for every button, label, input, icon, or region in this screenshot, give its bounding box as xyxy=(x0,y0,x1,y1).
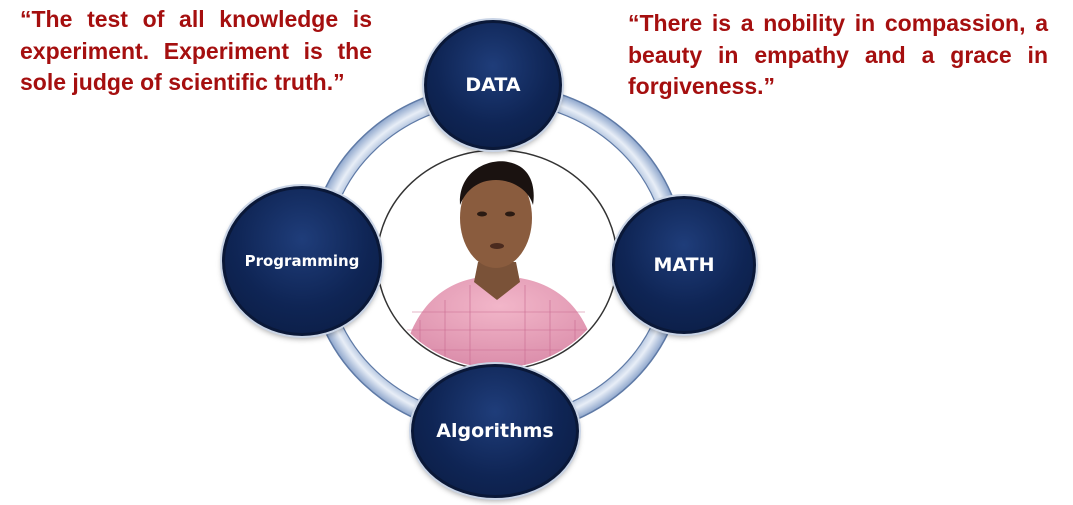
programming-node-label: Programming xyxy=(244,252,360,270)
algorithms-node-label: Algorithms xyxy=(436,420,554,442)
algorithms-node: Algorithms xyxy=(411,364,579,498)
data-node-label: DATA xyxy=(465,74,521,96)
math-node: MATH xyxy=(612,196,756,334)
math-node-label: MATH xyxy=(653,254,715,276)
right-quote: “There is a nobility in compassion, a be… xyxy=(628,10,1048,99)
portrait-photo xyxy=(379,152,615,368)
data-node: DATA xyxy=(424,20,562,150)
programming-node: Programming xyxy=(222,186,382,336)
left-quote: “The test of all knowledge is experiment… xyxy=(20,6,372,95)
